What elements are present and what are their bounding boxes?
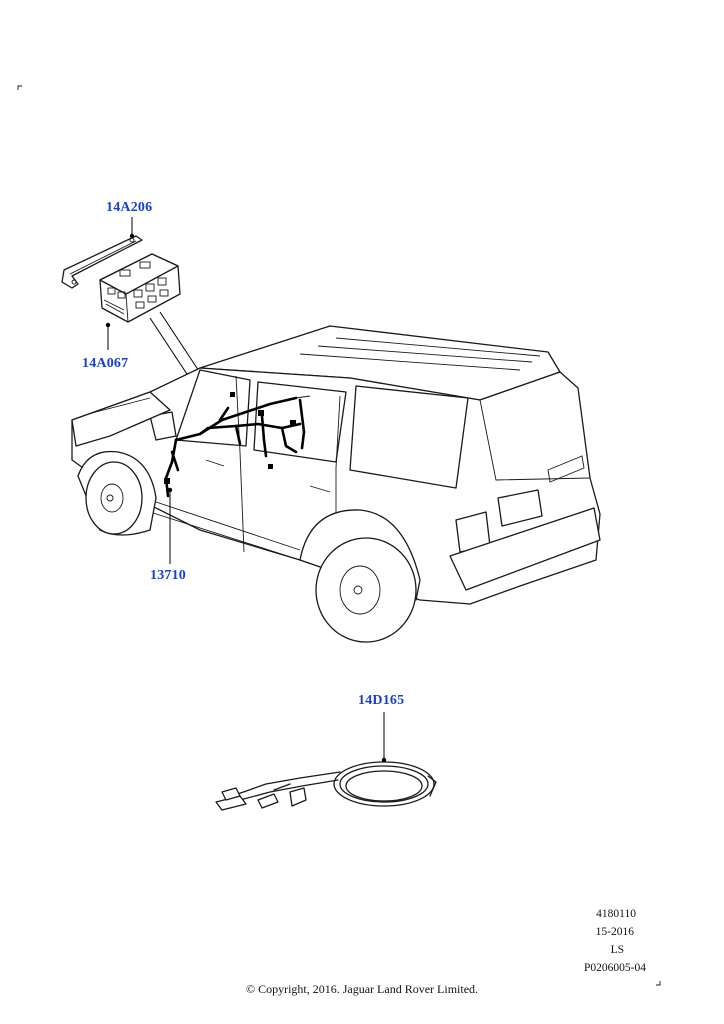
callout-13710[interactable]: 13710 [150,568,186,583]
leader-dot-13710 [167,487,173,493]
module-14A067-illustration [99,253,181,323]
leader-dot-14A067 [105,322,111,328]
info-line-4: P0206005-04 [584,962,646,974]
info-line-3: LS [610,944,624,956]
callout-14D165[interactable]: 14D165 [358,693,405,708]
harness-14D165-illustration [215,761,437,811]
info-line-2: 15-2016 [595,926,634,938]
corner-mark-top-left [17,85,22,90]
leader-dot-14A206 [129,233,135,239]
copyright-notice: © Copyright, 2016. Jaguar Land Rover Lim… [245,982,479,996]
info-line-1: 4180110 [596,908,636,920]
corner-mark-bottom-right [656,981,661,986]
leader-dot-14D165 [381,757,387,763]
callout-14A067[interactable]: 14A067 [82,356,129,371]
callout-14A206[interactable]: 14A206 [106,200,153,215]
harness-13710-illustration [164,392,311,498]
vehicle-illustration [71,325,601,643]
